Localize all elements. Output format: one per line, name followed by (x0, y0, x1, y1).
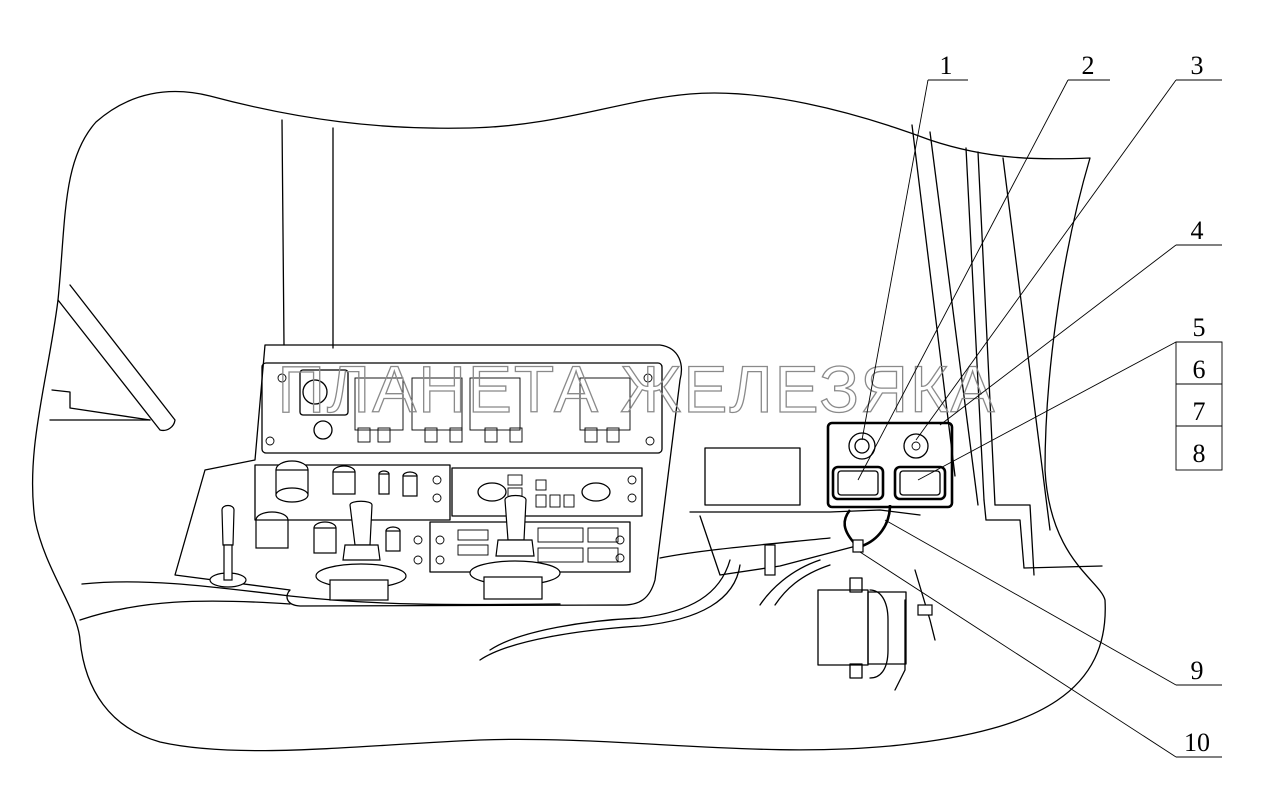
relay-unit (817, 569, 936, 691)
callout-1: 1 (940, 51, 953, 80)
control-console (174, 344, 683, 607)
callout-10: 10 (1184, 728, 1210, 757)
callout-9: 9 (1191, 656, 1204, 685)
cab-pillars (281, 119, 1103, 576)
callout-8: 8 (1193, 439, 1206, 468)
callout-3: 3 (1191, 51, 1204, 80)
control-knobs (255, 460, 418, 554)
socket-panel (704, 421, 954, 509)
callout-7: 7 (1193, 397, 1206, 426)
cutaway-boundary (31, 90, 1106, 752)
watermark: ПЛАНЕТА ЖЕЛЕЗЯКА (277, 352, 996, 426)
joysticks (209, 494, 561, 601)
callout-4: 4 (1191, 216, 1204, 245)
callout-2: 2 (1082, 51, 1095, 80)
cab-floor (81, 581, 561, 606)
callout-labels: 1 2 3 4 5 6 7 8 9 10 (940, 51, 1211, 757)
screws (265, 373, 655, 565)
side-lever (49, 284, 176, 432)
callout-leaders (857, 79, 1223, 758)
indicator-lights (354, 377, 631, 443)
callout-5: 5 (1193, 313, 1206, 342)
wiring-harness (479, 504, 921, 661)
callout-6: 6 (1193, 355, 1206, 384)
